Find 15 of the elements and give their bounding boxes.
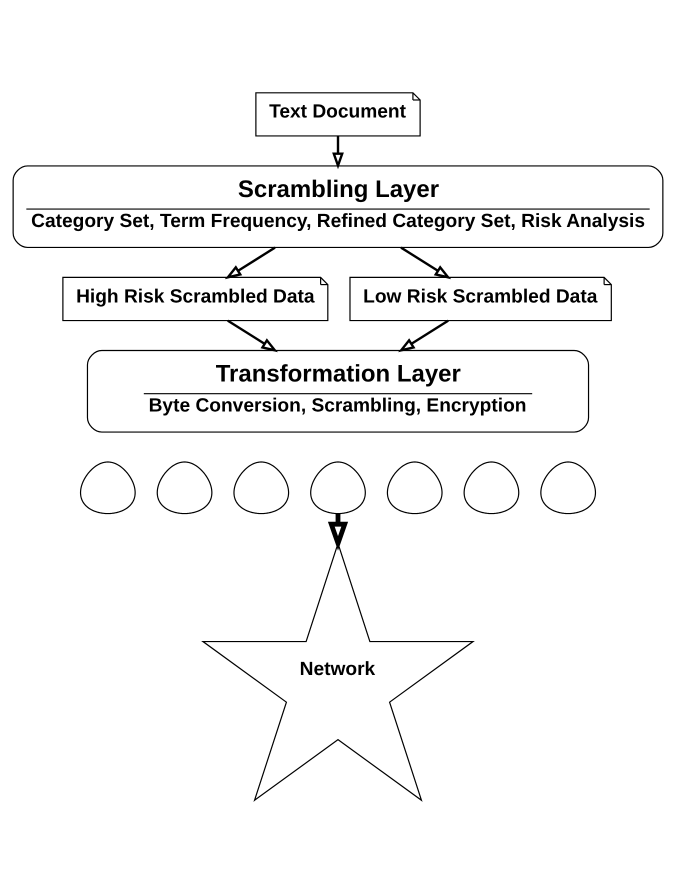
node-drop (233, 460, 290, 514)
node-drop (80, 460, 136, 514)
node-drop (310, 460, 366, 514)
arrow (400, 246, 452, 279)
node-drop (540, 460, 596, 514)
arrow (332, 135, 344, 169)
node-drop (386, 460, 443, 514)
arrow (398, 319, 449, 352)
node-drop (464, 460, 520, 514)
node-drop (156, 460, 212, 514)
node-box: Scrambling Layer Category Set, Term Frequency, Refined Category Set, Risk Analysis (12, 164, 664, 248)
arrow (328, 513, 348, 550)
arrow (224, 246, 276, 279)
node-box: Transformation Layer Byte Conversion, Scrambling, Encryption (86, 349, 590, 432)
arrow (227, 319, 278, 352)
